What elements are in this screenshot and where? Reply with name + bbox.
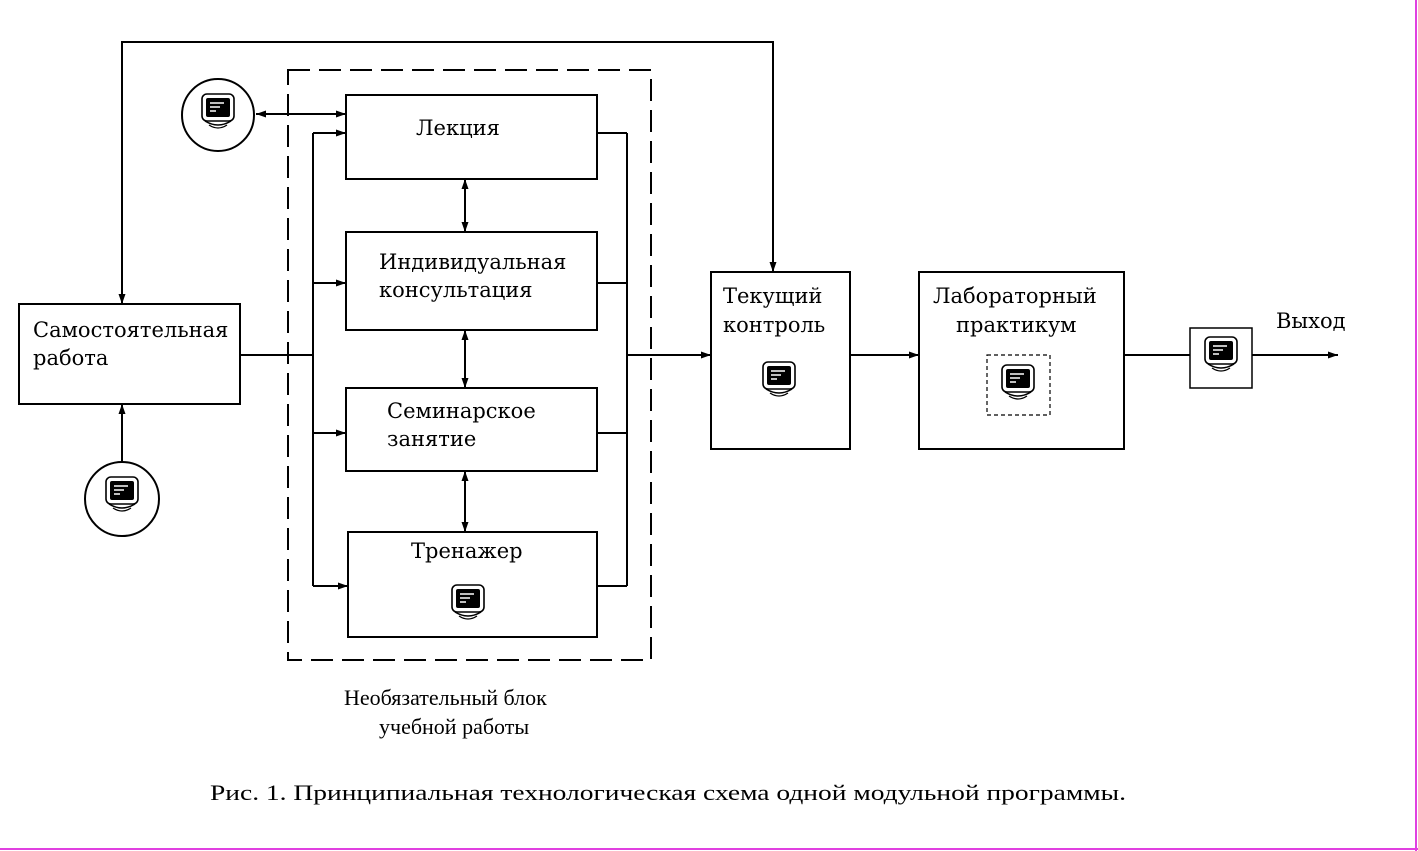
self-study-label-line1: Самостоятельная	[33, 318, 228, 342]
feedback-loop-arrow	[118, 41, 777, 304]
self-study-label-line2: работа	[33, 346, 108, 370]
seminar-label-line1: Семинарское	[387, 399, 536, 423]
optional-block-label-line2: учебной работы	[379, 714, 529, 739]
lab-practicum-label-line1: Лабораторный	[933, 284, 1097, 308]
current-control-box	[710, 271, 851, 450]
figure-caption: Рис. 1. Принципиальная технологическая с…	[210, 780, 1126, 805]
trainer-label: Тренажер	[411, 539, 523, 563]
seminar-box	[345, 387, 598, 472]
output-label: Выход	[1276, 309, 1346, 333]
seminar-label-line2: занятие	[387, 427, 476, 451]
lab-practicum-label-line2: практикум	[956, 313, 1077, 337]
consultation-label-line1: Индивидуальная	[379, 250, 566, 274]
consultation-label-line2: консультация	[379, 278, 533, 302]
connectors	[118, 41, 1338, 590]
lecture-label: Лекция	[416, 116, 500, 140]
lecture-box	[345, 94, 598, 180]
self-study-box	[18, 303, 241, 405]
lab-monitor-frame	[986, 354, 1051, 416]
current-control-label-line1: Текущий	[723, 284, 822, 308]
current-control-label-line2: контроль	[723, 313, 825, 337]
optional-block-frame	[287, 69, 652, 661]
consultation-box	[345, 231, 598, 331]
optional-block-label-line1: Необязательный блок	[344, 685, 547, 710]
lab-practicum-box	[918, 271, 1125, 450]
